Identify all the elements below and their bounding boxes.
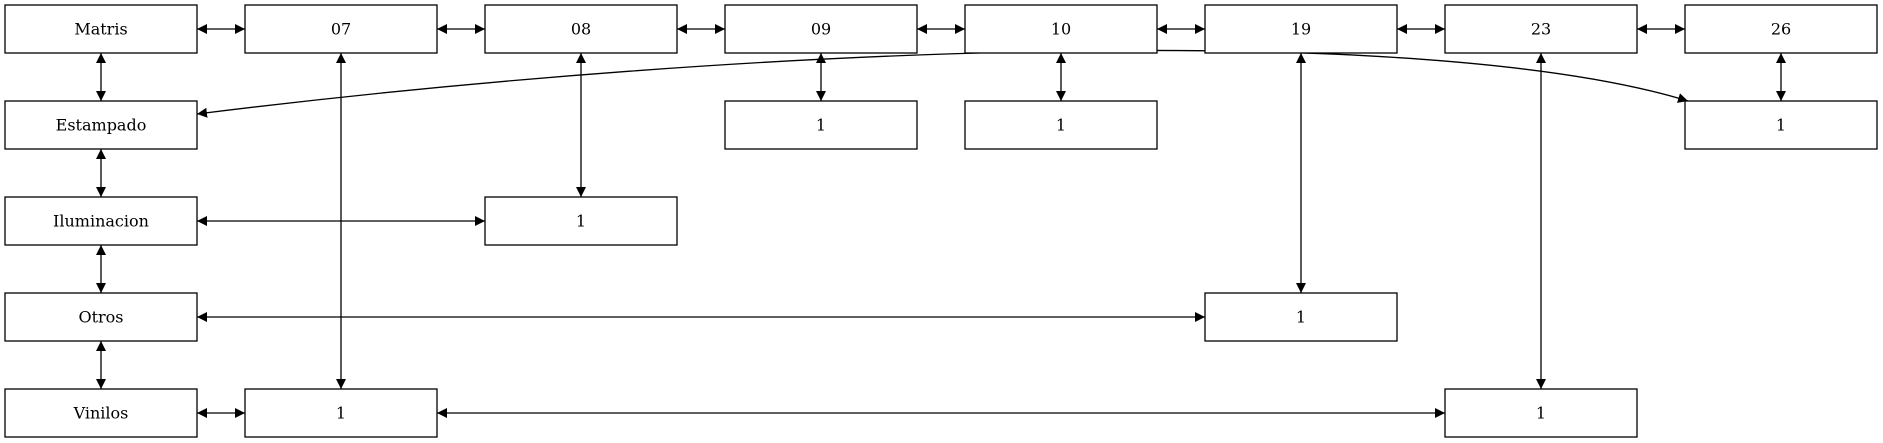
node-label: 19	[1291, 20, 1311, 39]
node-label: Matris	[74, 20, 127, 39]
node-label: Otros	[78, 308, 123, 327]
node-box	[724, 100, 918, 150]
node-box	[4, 4, 198, 54]
nodes-layer: Matris 07 08 09 10 19 23 26EstampadoIluminacion…	[4, 4, 1878, 438]
node-col08: 08	[484, 4, 678, 54]
node-col07: 07	[244, 4, 438, 54]
node-label: Iluminacion	[53, 212, 149, 231]
node-box	[244, 4, 438, 54]
node-col09: 09	[724, 4, 918, 54]
node-label: Vinilos	[73, 404, 129, 423]
node-otros: Otros	[4, 292, 198, 342]
node-label: 26	[1771, 20, 1791, 39]
node-box	[1684, 4, 1878, 54]
node-box	[964, 4, 1158, 54]
node-box	[964, 100, 1158, 150]
node-box	[4, 388, 198, 438]
node-box	[484, 196, 678, 246]
node-box	[1204, 4, 1398, 54]
node-label: 1	[336, 404, 346, 423]
node-label: 1	[1296, 308, 1306, 327]
node-box	[1444, 4, 1638, 54]
node-c19_1: 1	[1204, 292, 1398, 342]
node-box	[244, 388, 438, 438]
node-label: 09	[811, 20, 831, 39]
node-box	[1204, 292, 1398, 342]
node-c08_1: 1	[484, 196, 678, 246]
edge-estampado-c26_1	[196, 49, 1689, 118]
node-col10: 10	[964, 4, 1158, 54]
node-box	[1444, 388, 1638, 438]
node-col26: 26	[1684, 4, 1878, 54]
node-box	[4, 100, 198, 150]
node-iluminacion: Iluminacion	[4, 196, 198, 246]
node-col19: 19	[1204, 4, 1398, 54]
node-box	[4, 292, 198, 342]
node-label: Estampado	[56, 116, 147, 135]
node-vinilos: Vinilos	[4, 388, 198, 438]
node-label: 1	[1056, 116, 1066, 135]
node-label: 23	[1531, 20, 1551, 39]
node-label: 07	[331, 20, 351, 39]
node-label: 1	[576, 212, 586, 231]
node-estampado: Estampado	[4, 100, 198, 150]
node-col23: 23	[1444, 4, 1638, 54]
node-label: 1	[1536, 404, 1546, 423]
node-c09_1: 1	[724, 100, 918, 150]
node-c07_1: 1	[244, 388, 438, 438]
node-label: 08	[571, 20, 591, 39]
node-label: 1	[816, 116, 826, 135]
node-box	[724, 4, 918, 54]
node-c10_1: 1	[964, 100, 1158, 150]
edges-layer	[96, 24, 1786, 418]
node-c26_1: 1	[1684, 100, 1878, 150]
node-matris: Matris	[4, 4, 198, 54]
node-label: 10	[1051, 20, 1071, 39]
node-c23_1: 1	[1444, 388, 1638, 438]
node-box	[1684, 100, 1878, 150]
node-box	[4, 196, 198, 246]
node-label: 1	[1776, 116, 1786, 135]
node-box	[484, 4, 678, 54]
